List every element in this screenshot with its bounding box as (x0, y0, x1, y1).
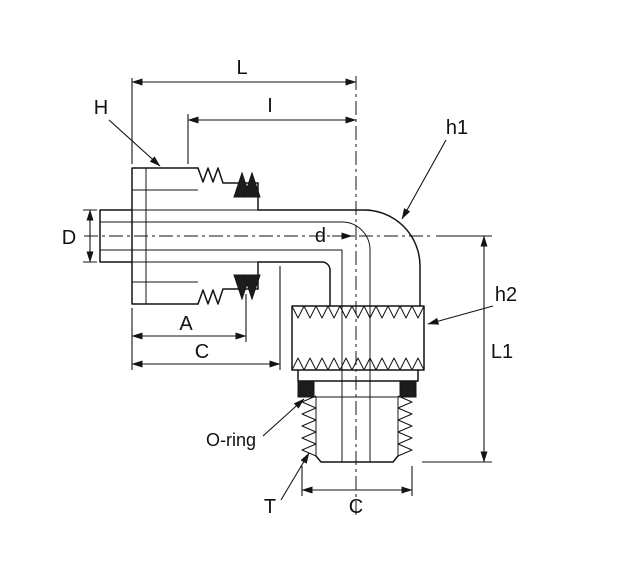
nut-hex-flats (132, 189, 198, 283)
o-ring-section-right (399, 380, 417, 398)
extension-line (301, 466, 413, 496)
label-H: H (94, 97, 108, 119)
leader-line-h2 (427, 305, 494, 325)
ferrule-mark (243, 171, 261, 198)
tube-stub (99, 209, 133, 263)
label-A: A (179, 313, 193, 335)
dimension-C-side: C (131, 266, 281, 370)
label-C-bottom: C (349, 496, 363, 518)
nut-knurl-bottom (197, 288, 259, 305)
elbow-outer-wall (257, 209, 421, 307)
nut-knurl-top (197, 167, 259, 184)
callout-T: T (264, 452, 310, 518)
label-D: D (62, 227, 76, 249)
label-L1: L1 (491, 341, 513, 363)
label-C-side: C (195, 341, 209, 363)
leader-line-o-ring (262, 398, 305, 437)
extension-line (131, 266, 281, 370)
o-ring-section-left (297, 380, 315, 398)
thread-profile-left (301, 395, 317, 457)
bore-wall-outer (100, 221, 371, 462)
callout-h2: h2 (427, 284, 517, 325)
callout-H: H (94, 97, 161, 167)
dimension-C-bottom: C (301, 466, 413, 518)
extension-line (422, 235, 492, 463)
label-h1: h1 (446, 117, 468, 139)
leader-line-T (280, 452, 310, 501)
label-L: L (236, 57, 247, 79)
dimension-I: I (187, 95, 357, 164)
dimensions: L I H h1 D d (62, 57, 517, 518)
o-ring-groove-lines (314, 380, 400, 398)
label-I: I (267, 95, 273, 117)
ferrule-mark (243, 274, 261, 301)
dimension-A: A (131, 294, 247, 342)
fitting-outline (99, 167, 425, 463)
label-h2: h2 (495, 284, 517, 306)
dimension-D: D (62, 209, 97, 263)
callout-d: d (315, 225, 353, 247)
elbow-inner-wall (257, 261, 331, 307)
thread-profile-right (397, 395, 413, 457)
thread-root-lines (315, 397, 399, 456)
locknut-serration-top (291, 305, 425, 319)
label-d: d (315, 225, 326, 247)
centerlines (84, 76, 432, 518)
callout-o-ring: O-ring (206, 398, 305, 450)
tube-od-lines (132, 209, 258, 263)
locknut-hex-outline (291, 305, 425, 371)
leader-line-H (108, 119, 161, 167)
callout-h1: h1 (401, 117, 468, 220)
washer-outline (297, 369, 419, 382)
bore-wall-inner (100, 249, 343, 462)
dimension-L1: L1 (422, 235, 513, 463)
label-o-ring: O-ring (206, 430, 256, 450)
label-T: T (264, 496, 276, 518)
locknut-serration-bottom (291, 357, 425, 371)
dimension-L: L (131, 57, 357, 164)
leader-line-h1 (401, 139, 447, 220)
bottom-end-face (315, 455, 399, 463)
nut-outline (131, 167, 199, 305)
